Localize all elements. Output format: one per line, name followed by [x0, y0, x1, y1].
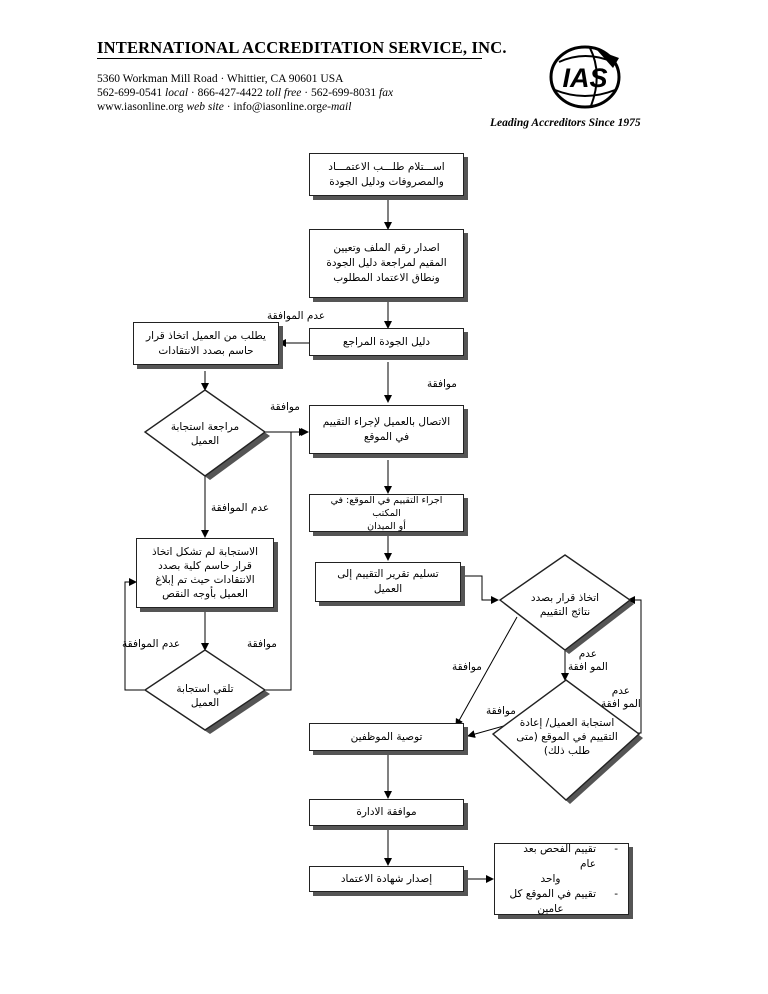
box-contact-client-assessment: الاتصال بالعميل لإجراء التقييم في الموقع	[309, 405, 464, 454]
arrow-d2-b8	[124, 578, 146, 691]
box-issue-certificate: إصدار شهادة الاعتماد	[309, 866, 464, 892]
b1-line1: اســـتلام طلـــب الاعتمـــاد	[328, 160, 445, 173]
company-phones: 562-699-0541 local · 866-427-4422 toll f…	[97, 87, 394, 99]
b1-line2: والمصروفات ودليل الجودة	[329, 175, 444, 188]
d4-text: استجابة العميل/ إعادة التقييم في الموقع …	[516, 717, 618, 757]
b6-line2: أو الميدان	[367, 520, 406, 532]
label-agree-5: موافقة	[486, 705, 516, 717]
phone-tollfree-label: toll free	[265, 87, 302, 99]
box-receive-application: اســـتلام طلـــب الاعتمـــاد والمصروفات و…	[309, 153, 464, 196]
label-no-agree-d4: عدم المو افقة	[601, 685, 641, 710]
b5-line2: في الموقع	[363, 430, 410, 443]
label-no-agree-d3: عدم المو افقة	[568, 648, 608, 673]
company-address: 5360 Workman Mill Road · Whittier, CA 90…	[97, 73, 344, 85]
b12-item-1: - تقييم الفحص بعد عام واحد	[523, 842, 618, 885]
box-followup-assessments: - تقييم الفحص بعد عام واحد - تقييم في ال…	[494, 843, 629, 915]
box-issue-file-number: اصدار رقم الملف وتعيين المقيم لمراجعة دلي…	[309, 229, 464, 298]
b8-line2: قرار حاسم كلية بصدد	[158, 560, 252, 572]
label-agree-3: موافقة	[247, 638, 277, 650]
box-management-approval: موافقة الادارة	[309, 799, 464, 826]
decision-d3	[498, 554, 632, 651]
arrow-d3-b9	[455, 616, 518, 727]
d2-text: تلقي استجابة العميل	[176, 683, 234, 709]
email-label: e-mail	[322, 101, 352, 113]
company-name: INTERNATIONAL ACCREDITATION SERVICE, INC…	[97, 38, 507, 57]
tagline: Leading Accreditors Since 1975	[490, 117, 641, 129]
label-no-agree-bottom: عدم الموافقة	[122, 638, 181, 650]
b5-line1: الاتصال بالعميل لإجراء التقييم	[322, 415, 451, 428]
label-no-agree-top: عدم الموافقة	[267, 310, 326, 322]
logo-text: IAS	[562, 63, 607, 93]
email[interactable]: info@iasonline.org	[233, 101, 323, 113]
website-label: web site	[186, 101, 224, 113]
decision-d2	[143, 649, 267, 731]
fax-label: fax	[379, 87, 394, 99]
b3-text: دليل الجودة المراجع	[342, 335, 431, 348]
box-deliver-report: تسليم تقرير التقييم إلى العميل	[315, 562, 461, 602]
b12-item-2: - تقييم في الموقع كل عامين	[509, 887, 618, 915]
box-quality-manual-reviewed: دليل الجودة المراجع	[309, 328, 464, 356]
b8-line3: الانتقادات حيث تم إبلاغ	[155, 574, 255, 586]
d3-text: اتخاذ قرار بصدد نتائج التقييم	[530, 592, 600, 618]
b6-line1: اجراء التقييم في الموقع: في المكتب	[330, 494, 443, 519]
header-rule	[97, 58, 482, 59]
box-request-client-decision: يطلب من العميل اتخاذ قرار حاسم بصدد الانت…	[133, 322, 279, 365]
box-staff-recommendation: توصية الموظفين	[309, 723, 464, 751]
b10-text: موافقة الادارة	[356, 806, 417, 818]
label-agree-1: موافقة	[427, 378, 457, 390]
label-agree-4: موافقة	[452, 661, 482, 673]
b2-line3: ونطاق الاعتماد المطلوب	[333, 272, 440, 284]
arrow-b7-d3	[461, 575, 499, 604]
label-agree-2: موافقة	[270, 401, 300, 413]
box-response-not-decisive: الاستجابة لم تشكل اتخاذ قرار حاسم كلية بص…	[136, 538, 274, 608]
phone-tollfree: 866-427-4422	[197, 87, 263, 99]
decision-d4	[491, 679, 641, 801]
phone-local: 562-699-0541	[97, 87, 163, 99]
phone-local-label: local	[165, 87, 189, 99]
ias-globe-logo-icon: IAS	[549, 45, 621, 109]
b2-line1: اصدار رقم الملف وتعيين	[333, 242, 440, 254]
company-web: www.iasonline.org web site · info@iasonl…	[97, 101, 352, 113]
b9-text: توصية الموظفين	[350, 730, 423, 743]
b4-line2: حاسم بصدد الانتقادات	[158, 344, 254, 357]
b11-text: إصدار شهادة الاعتماد	[340, 872, 433, 885]
b4-line1: يطلب من العميل اتخاذ قرار	[146, 329, 266, 342]
arrow-d2-b5	[265, 428, 307, 691]
website[interactable]: www.iasonline.org	[97, 101, 184, 113]
arrow-d4-d3	[627, 596, 642, 734]
b8-line1: الاستجابة لم تشكل اتخاذ	[151, 546, 259, 558]
d1-text: مراجعة استجابة العميل	[170, 421, 240, 447]
decision-d1	[143, 389, 267, 477]
b2-line2: المقيم لمراجعة دليل الجودة	[326, 257, 447, 269]
label-no-agree-left: عدم الموافقة	[211, 502, 270, 514]
b7-text: تسليم تقرير التقييم إلى العميل	[337, 568, 439, 595]
fax-number: 562-699-8031	[310, 87, 377, 99]
b8-line4: العميل بأوجه النقص	[162, 588, 248, 600]
